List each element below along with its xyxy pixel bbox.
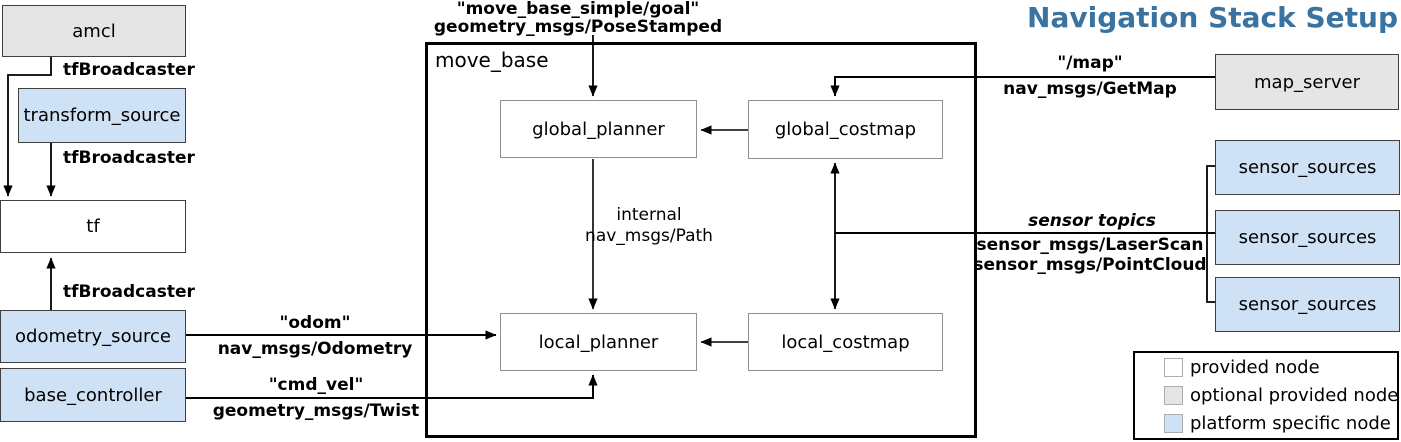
label-map-topic: "/map" nav_msgs/GetMap [1003,50,1177,102]
node-local-costmap-label: local_costmap [781,331,910,353]
label-sensor-message-types: sensor_msgs/LaserScan sensor_msgs/PointC… [973,235,1207,275]
label-odometry-source-tfbroadcaster: tfBroadcaster [63,282,195,302]
label-map-topic-type: nav_msgs/GetMap [1003,79,1177,99]
label-internal-1: internal [616,205,682,225]
node-global-planner-label: global_planner [532,118,665,140]
node-move-base-label: move_base [435,48,549,72]
node-local-planner-label: local_planner [538,331,659,353]
label-internal-2: nav_msgs/Path [585,226,713,246]
label-goal-topic: "move_base_simple/goal" geometry_msgs/Po… [434,0,722,36]
node-base-controller-label: base_controller [24,384,162,406]
label-goal-topic-type: geometry_msgs/PoseStamped [433,17,723,37]
node-global-costmap: global_costmap [748,100,943,159]
node-tf-label: tf [86,216,100,237]
node-transform-source: transform_source [18,88,186,143]
page-title: Navigation Stack Setup [1027,1,1398,34]
label-goal-topic-name: "move_base_simple/goal" [456,0,700,19]
edge-amcl-to-tf [3,57,52,197]
edge-map-to-global-costmap [830,76,1215,97]
edge-cmd-vel [186,374,598,399]
node-amcl-label: amcl [72,20,116,42]
connector-lines [3,35,1215,399]
node-odometry-source-label: odometry_source [15,326,171,347]
node-sensor-sources-1: sensor_sources [1215,140,1400,195]
node-sensor-sources-2: sensor_sources [1215,210,1400,265]
label-odom-topic-type: nav_msgs/Odometry [217,339,413,359]
node-transform-source-label: transform_source [23,105,181,126]
label-sensor-topics: sensor topics [1028,211,1156,231]
label-internal-path: internal nav_msgs/Path [585,205,713,247]
node-map-server-label: map_server [1254,71,1360,93]
label-amcl-tfbroadcaster: tfBroadcaster [63,60,195,80]
legend-row-provided: provided node [1164,356,1397,380]
legend: provided node optional provided node pla… [1133,351,1399,440]
node-global-costmap-label: global_costmap [774,119,917,140]
legend-label-optional-provided-node: optional provided node [1190,385,1399,406]
legend-swatch-optional-provided-node [1164,386,1183,405]
node-move-base-container: move_base [425,42,977,438]
node-sensor-sources-1-label: sensor_sources [1238,157,1377,178]
node-map-server: map_server [1215,54,1399,110]
legend-label-platform-specific-node: platform specific node [1190,413,1391,434]
label-sensor-type-pointcloud: sensor_msgs/PointCloud [973,254,1207,275]
node-tf: tf [0,200,186,253]
legend-row-platform: platform specific node [1164,412,1397,436]
legend-row-optional: optional provided node [1164,384,1399,408]
node-sensor-sources-3-label: sensor_sources [1238,294,1377,315]
legend-swatch-provided-node [1164,358,1183,377]
node-global-planner: global_planner [500,100,697,158]
label-odom-topic: "odom" nav_msgs/Odometry [218,310,413,362]
node-sensor-sources-3: sensor_sources [1215,277,1400,332]
label-odom-topic-name: "odom" [279,313,351,333]
label-cmd-vel-topic-type: geometry_msgs/Twist [212,401,420,421]
legend-label-provided-node: provided node [1190,357,1320,378]
node-sensor-sources-2-label: sensor_sources [1238,227,1377,248]
node-odometry-source: odometry_source [0,310,186,363]
label-cmd-vel-topic: "cmd_vel" geometry_msgs/Twist [213,372,420,424]
sensor-sources-bracket [1206,165,1215,303]
node-base-controller: base_controller [0,368,186,422]
label-cmd-vel-topic-name: "cmd_vel" [268,375,364,395]
label-sensor-type-laserscan: sensor_msgs/LaserScan [976,235,1204,255]
label-map-topic-name: "/map" [1057,53,1123,73]
label-transform-source-tfbroadcaster: tfBroadcaster [63,148,195,168]
legend-swatch-platform-specific-node [1164,414,1183,433]
node-local-costmap: local_costmap [748,313,943,371]
node-local-planner: local_planner [500,313,697,371]
node-amcl: amcl [2,5,186,57]
